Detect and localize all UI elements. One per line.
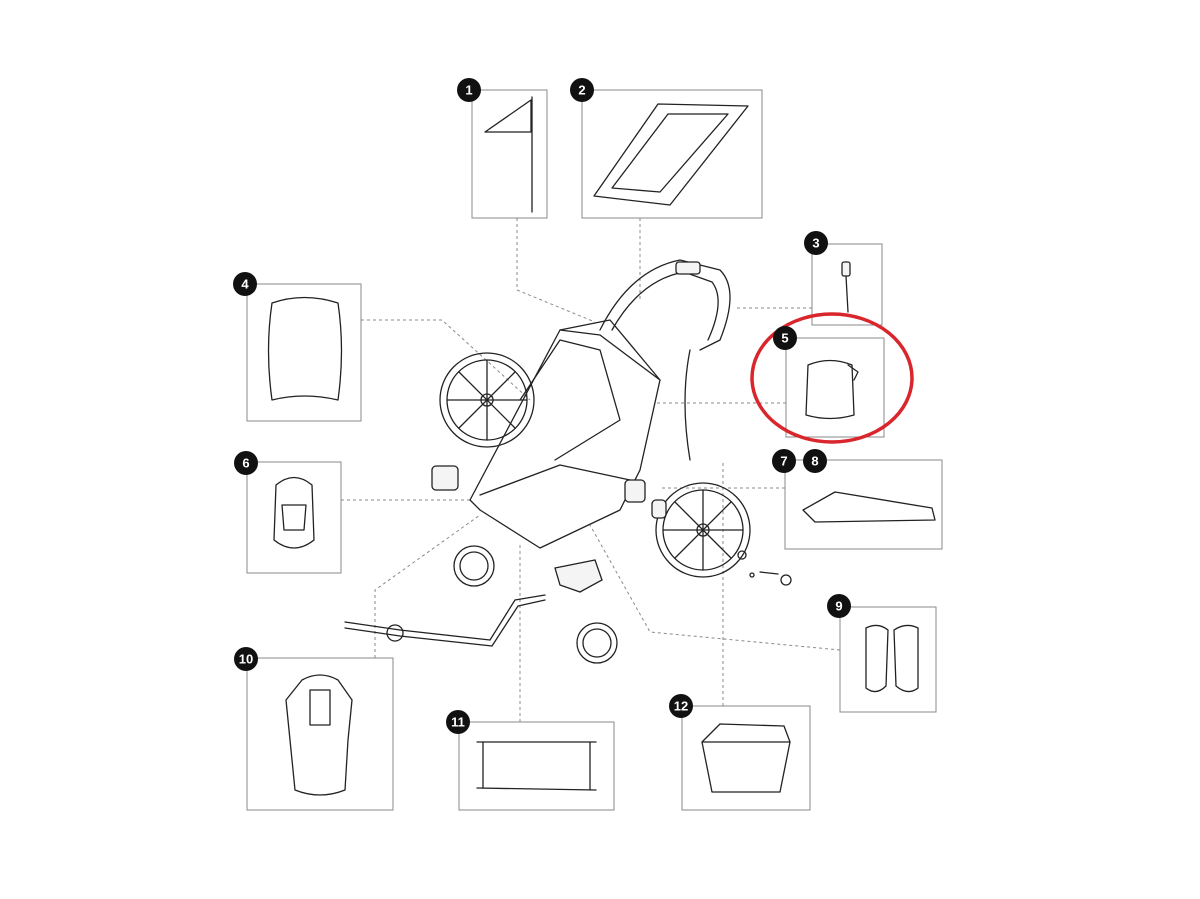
badge-6: 6 xyxy=(234,451,258,475)
part-11-crossbars xyxy=(458,721,615,811)
part-9-side-pads xyxy=(839,606,937,713)
badge-10: 10 xyxy=(234,647,258,671)
svg-text:5: 5 xyxy=(781,331,788,346)
highlight-circle xyxy=(750,312,914,444)
badge-1: 1 xyxy=(457,78,481,102)
badge-11: 11 xyxy=(446,710,470,734)
svg-text:11: 11 xyxy=(451,715,465,730)
part-4-rain-cover xyxy=(246,283,362,422)
badge-5: 5 xyxy=(773,326,797,350)
part-1-flag xyxy=(471,89,548,219)
part-12-storage-basket xyxy=(681,705,811,811)
badge-7: 7 xyxy=(772,449,796,473)
svg-text:6: 6 xyxy=(242,456,249,471)
part-5-storage-bag xyxy=(785,337,885,438)
svg-text:4: 4 xyxy=(241,277,249,292)
stroller-frame-illustration xyxy=(344,259,792,664)
part-6-seat-pad xyxy=(246,461,342,574)
svg-text:8: 8 xyxy=(811,454,818,469)
part-2-sun-canopy xyxy=(581,89,763,219)
badge-2: 2 xyxy=(570,78,594,102)
part-7-8-sunshade xyxy=(784,459,943,550)
svg-text:12: 12 xyxy=(674,699,688,714)
badge-12: 12 xyxy=(669,694,693,718)
badge-8: 8 xyxy=(803,449,827,473)
svg-text:7: 7 xyxy=(780,454,787,469)
svg-text:1: 1 xyxy=(465,83,472,98)
badge-3: 3 xyxy=(804,231,828,255)
svg-text:3: 3 xyxy=(812,236,819,251)
leader-lines xyxy=(341,218,841,722)
svg-text:2: 2 xyxy=(578,83,585,98)
part-3-strap xyxy=(811,243,883,326)
svg-text:10: 10 xyxy=(239,652,253,667)
badge-9: 9 xyxy=(827,594,851,618)
badge-4: 4 xyxy=(233,272,257,296)
part-10-seat-insert xyxy=(246,657,394,811)
svg-text:9: 9 xyxy=(835,599,842,614)
